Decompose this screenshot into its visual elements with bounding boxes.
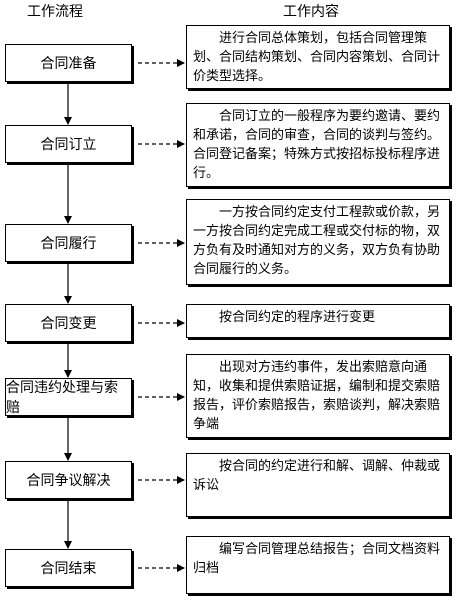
step-breach-and-claims: 合同违约处理与索赔 <box>5 378 132 416</box>
step-dispute-resolution: 合同争议解决 <box>5 461 132 499</box>
step-contract-change: 合同变更 <box>5 304 132 342</box>
content-contract-change: 按合同约定的程序进行变更 <box>186 304 450 338</box>
content-contract-closure: 编写合同管理总结报告；合同文档资料归档 <box>186 536 450 594</box>
content-breach-and-claims: 出现对方违约事件，发出索赔意向通知，收集和提供索赔证据，编制和提交索赔报告，评价… <box>186 354 450 438</box>
step-contract-conclusion: 合同订立 <box>5 125 132 163</box>
header-work-content: 工作内容 <box>283 4 339 20</box>
content-contract-preparation: 进行合同总体策划，包括合同管理策划、合同结构策划、合同内容策划、合同计价类型选择… <box>186 25 450 89</box>
step-contract-performance: 合同履行 <box>5 224 132 262</box>
step-contract-preparation: 合同准备 <box>5 44 132 82</box>
dashed-link-arrows <box>138 59 185 572</box>
step-contract-closure: 合同结束 <box>5 549 132 587</box>
content-dispute-resolution: 按合同的约定进行和解、调解、仲裁或诉讼 <box>186 453 450 517</box>
content-contract-conclusion: 合同订立的一般程序为要约邀请、要约和承诺，合同的审查，合同的谈判与签约。合同登记… <box>186 103 450 187</box>
header-workflow: 工作流程 <box>27 4 83 20</box>
content-contract-performance: 一方按合同约定支付工程款或价款，另一方按合同约定完成工程或交付标的物，双方负有及… <box>186 199 450 285</box>
